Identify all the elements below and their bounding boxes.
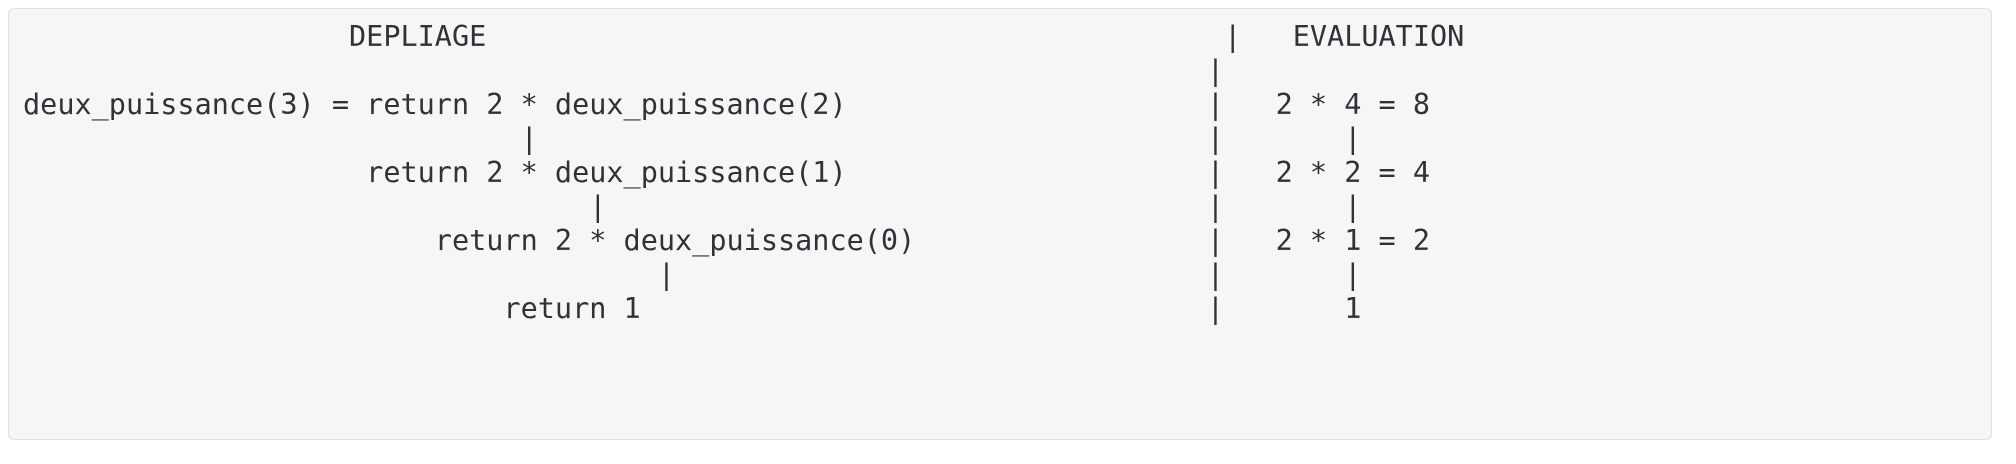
code-block-card: DEPLIAGE | EVALUATION | deux_puissance(3… [8,8,1992,440]
recursion-trace-ascii-art: DEPLIAGE | EVALUATION | deux_puissance(3… [23,20,1465,325]
